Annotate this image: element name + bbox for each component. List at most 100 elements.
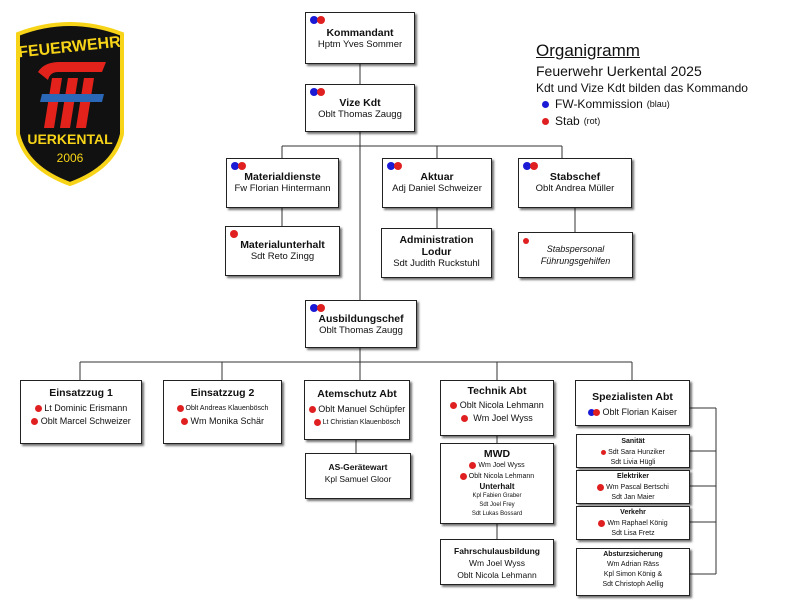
box-atemschutz-abt: Atemschutz Abt Oblt Manuel Schüpfer Lt C…: [304, 380, 410, 440]
member-row: Oblt Manuel Schüpfer: [305, 403, 409, 416]
box-elektriker: Elektriker Wm Pascal Bertschi Sdt Jan Ma…: [576, 470, 690, 504]
member-row: Wm Pascal Bertschi: [577, 482, 689, 493]
member-name: Sdt Livia Hügli: [610, 459, 656, 466]
box-sanitaet: Sanität Sdt Sara Hunziker Sdt Livia Hügl…: [576, 434, 690, 468]
role-title: Materialdienste: [244, 171, 321, 183]
role-title: Absturzsicherung: [603, 551, 663, 558]
kommission-stab-dots-icon: [310, 16, 325, 24]
box-einsatzzug-1: Einsatzzug 1 Lt Dominic Erismann Oblt Ma…: [20, 380, 142, 444]
person-name: Hptm Yves Sommer: [317, 39, 403, 50]
member-row: Oblt Nicola Lehmann: [441, 471, 553, 482]
kommission-stab-dots-icon: [387, 162, 402, 170]
member-row: Sdt Sara Hunziker: [577, 447, 689, 458]
legend-item-stab: Stab (rot): [542, 113, 748, 130]
kommission-stab-dots-icon: [310, 304, 325, 312]
member-row: Wm Monika Schär: [164, 415, 281, 428]
stab-dot-icon: [176, 405, 184, 412]
svg-text:UERKENTAL: UERKENTAL: [27, 131, 113, 147]
box-absturzsicherung: Absturzsicherung Wm Adrian Räss Kpl Simo…: [576, 548, 690, 596]
role-title: Materialunterhalt: [240, 239, 325, 251]
stab-dot-icon: [180, 418, 188, 425]
red-dot-icon: [542, 118, 549, 125]
member-row: Oblt Florian Kaiser: [576, 406, 689, 419]
stab-dot-icon: [461, 415, 469, 422]
stab-dot-icon: [598, 520, 606, 527]
kommission-stab-dots-icon: [523, 162, 538, 170]
role-title: Einsatzzug 1: [49, 387, 113, 399]
sub-member: Sdt Joel Frey: [479, 502, 515, 508]
role-title: Fahrschulausbildung: [454, 546, 540, 556]
role-line-1: Stabspersonal: [546, 244, 605, 254]
box-ausbildungschef: Ausbildungschef Oblt Thomas Zaugg: [305, 300, 417, 348]
box-aktuar: Aktuar Adj Daniel Schweizer: [382, 158, 492, 208]
box-spezialisten-abt: Spezialisten Abt Oblt Florian Kaiser: [575, 380, 690, 426]
blue-dot-icon: [542, 101, 549, 108]
role-title: AS-Gerätewart: [328, 462, 388, 472]
role-title: Atemschutz Abt: [317, 388, 397, 400]
role-title: Aktuar: [420, 171, 454, 183]
red-dot-icon: [592, 409, 600, 416]
person-name: Sdt Reto Zingg: [250, 251, 315, 262]
box-administration: Administration Lodur Sdt Judith Ruckstuh…: [381, 228, 492, 278]
stab-dot-icon: [313, 419, 321, 426]
stab-dot-icon: [601, 450, 607, 455]
member-row: Lt Dominic Erismann: [21, 402, 141, 415]
role-title: Technik Abt: [467, 385, 527, 397]
person-name: Adj Daniel Schweizer: [392, 183, 482, 194]
stab-dot-icon: [523, 238, 529, 244]
role-line-2: Führungsgehilfen: [540, 256, 611, 266]
legend-title: Organigramm: [536, 41, 640, 60]
member-row: Oblt Andreas Klauenbösch: [164, 402, 281, 415]
person-name: Oblt Nicola Lehmann: [457, 570, 537, 580]
member-row: Wm Joel Wyss: [441, 460, 553, 471]
member-name: Kpl Simon König &: [603, 571, 663, 578]
box-as-geraetewart: AS-Gerätewart Kpl Samuel Gloor: [305, 453, 411, 499]
kommission-stab-dots-icon: [231, 162, 246, 170]
person-name: Oblt Andrea Müller: [535, 183, 615, 194]
stab-dot-icon: [597, 484, 605, 491]
role-title: Kommandant: [326, 27, 394, 39]
stab-dot-icon: [469, 462, 477, 469]
role-title: Administration: [399, 234, 474, 246]
legend-note: Kdt und Vize Kdt bilden das Kommando: [536, 81, 748, 95]
member-row: Wm Raphael König: [577, 518, 689, 529]
blue-dot-icon: [587, 409, 595, 416]
role-title: Sanität: [621, 438, 645, 445]
person-name: Wm Joel Wyss: [468, 558, 526, 568]
member-row: Lt Christian Klauenbösch: [305, 416, 409, 429]
role-title: Vize Kdt: [339, 97, 381, 109]
stab-dot-icon: [308, 406, 316, 413]
legend-item-kommission: FW-Kommission (blau): [542, 96, 748, 113]
role-title: Stabschef: [549, 171, 601, 183]
person-name: Oblt Thomas Zaugg: [319, 325, 403, 336]
feuerwehr-logo: FEUERWEHR UERKENTAL 2006: [16, 22, 124, 186]
sub-member: Sdt Lukas Bossard: [471, 511, 523, 517]
member-name: Sdt Jan Maier: [611, 494, 655, 501]
sub-member: Kpl Fabien Graber: [472, 493, 522, 499]
box-kommandant: Kommandant Hptm Yves Sommer: [305, 12, 415, 64]
member-row: Oblt Marcel Schweizer: [21, 415, 141, 428]
role-title: MWD: [483, 448, 511, 460]
person-name: Kpl Samuel Gloor: [324, 474, 392, 484]
member-name: Wm Adrian Räss: [606, 561, 660, 568]
stab-dot-icon: [31, 418, 39, 425]
box-stabspersonal: Stabspersonal Führungsgehilfen: [518, 232, 633, 278]
box-stabschef: Stabschef Oblt Andrea Müller: [518, 158, 632, 208]
member-name: Sdt Christoph Aellig: [602, 581, 664, 588]
box-einsatzzug-2: Einsatzzug 2 Oblt Andreas Klauenbösch Wm…: [163, 380, 282, 444]
role-title: Verkehr: [620, 509, 646, 516]
box-vize-kdt: Vize Kdt Oblt Thomas Zaugg: [305, 84, 415, 132]
role-title: Einsatzzug 2: [190, 387, 255, 399]
box-materialunterhalt: Materialunterhalt Sdt Reto Zingg: [225, 226, 340, 276]
member-name: Sdt Lisa Fretz: [611, 530, 655, 537]
legend: Organigramm Feuerwehr Uerkental 2025 Kdt…: [536, 40, 748, 130]
role-title: Spezialisten Abt: [592, 391, 673, 403]
role-subtitle: Lodur: [421, 246, 452, 258]
member-row: Oblt Nicola Lehmann: [441, 399, 553, 412]
role-title: Ausbildungschef: [318, 313, 404, 325]
box-technik-abt: Technik Abt Oblt Nicola Lehmann Wm Joel …: [440, 380, 554, 436]
member-row: Wm Joel Wyss: [441, 412, 553, 425]
kommission-stab-dots-icon: [310, 88, 325, 96]
box-mwd: MWD Wm Joel Wyss Oblt Nicola Lehmann Unt…: [440, 443, 554, 524]
